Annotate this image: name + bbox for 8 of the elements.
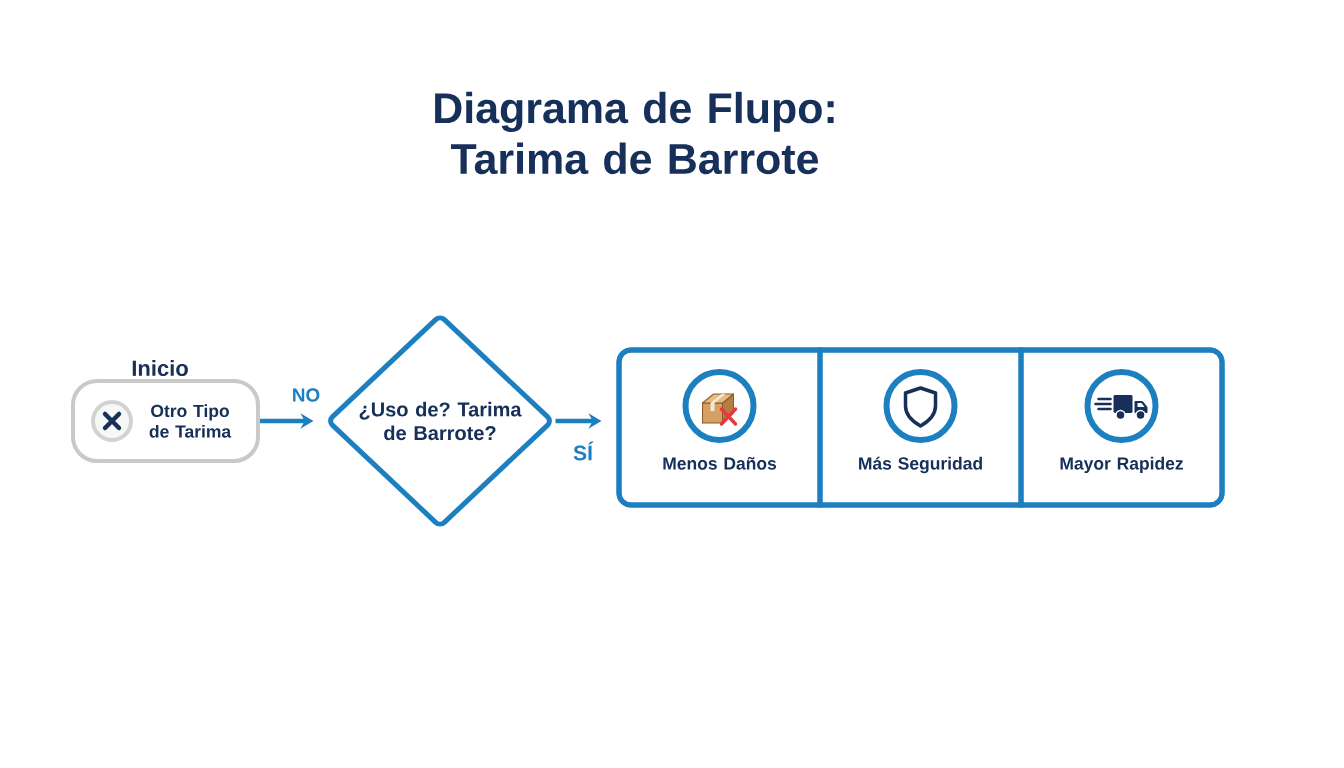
edge-label: NO <box>293 388 320 402</box>
start-box: Otro Tipo de Tarima <box>71 379 260 463</box>
title: Diagrama de Flupo: Tarima de Barrote <box>435 91 834 175</box>
edge-label: SÍ <box>573 441 594 461</box>
node-heading: Inicio <box>132 359 188 377</box>
benefit-cell: Mayor Rapidez <box>1018 347 1225 508</box>
benefit-cell: Más Seguridad <box>817 347 1024 508</box>
benefit-cell: Menos Daños <box>616 347 823 508</box>
